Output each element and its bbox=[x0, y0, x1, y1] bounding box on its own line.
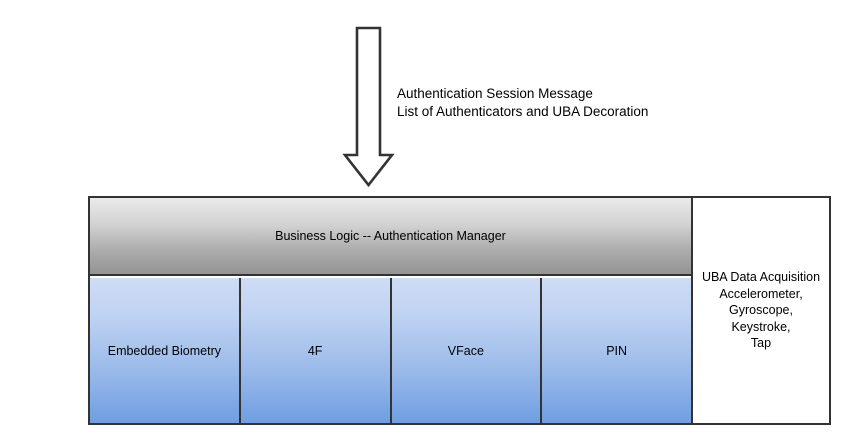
uba-line-4: Tap bbox=[750, 336, 772, 351]
business-logic-bar: Business Logic -- Authentication Manager bbox=[90, 198, 691, 276]
down-arrow-icon bbox=[342, 26, 395, 188]
annotation-line-1: Authentication Session Message bbox=[397, 86, 593, 101]
architecture-container: Business Logic -- Authentication Manager… bbox=[88, 196, 831, 425]
uba-data-acquisition-panel: UBA Data Acquisition Accelerometer, Gyro… bbox=[691, 198, 829, 423]
uba-line-3: Gyroscope, Keystroke, bbox=[729, 303, 793, 334]
message-annotation: Authentication Session Message List of A… bbox=[397, 85, 648, 120]
authenticator-label: 4F bbox=[307, 343, 323, 358]
authenticator-box-vface[interactable]: VFace bbox=[391, 278, 543, 423]
authentication-stack-column: Business Logic -- Authentication Manager… bbox=[90, 198, 691, 423]
uba-line-2: Accelerometer, bbox=[719, 286, 803, 301]
authentication-message-arrow bbox=[340, 22, 400, 192]
uba-line-1: UBA Data Acquisition bbox=[701, 270, 821, 285]
authenticator-box-embedded-biometry[interactable]: Embedded Biometry bbox=[90, 278, 241, 423]
annotation-line-2: List of Authenticators and UBA Decoratio… bbox=[397, 103, 649, 119]
authenticator-label: PIN bbox=[606, 343, 628, 358]
authenticator-box-pin[interactable]: PIN bbox=[542, 278, 691, 423]
authenticator-row: Embedded Biometry 4F VFace PIN bbox=[90, 276, 691, 423]
authenticator-box-4f[interactable]: 4F bbox=[240, 278, 392, 423]
business-logic-label: Business Logic -- Authentication Manager bbox=[275, 229, 506, 243]
uba-panel-text: UBA Data Acquisition Accelerometer, Gyro… bbox=[699, 269, 823, 352]
authenticator-label: Embedded Biometry bbox=[107, 343, 221, 358]
authenticator-label: VFace bbox=[447, 343, 484, 358]
